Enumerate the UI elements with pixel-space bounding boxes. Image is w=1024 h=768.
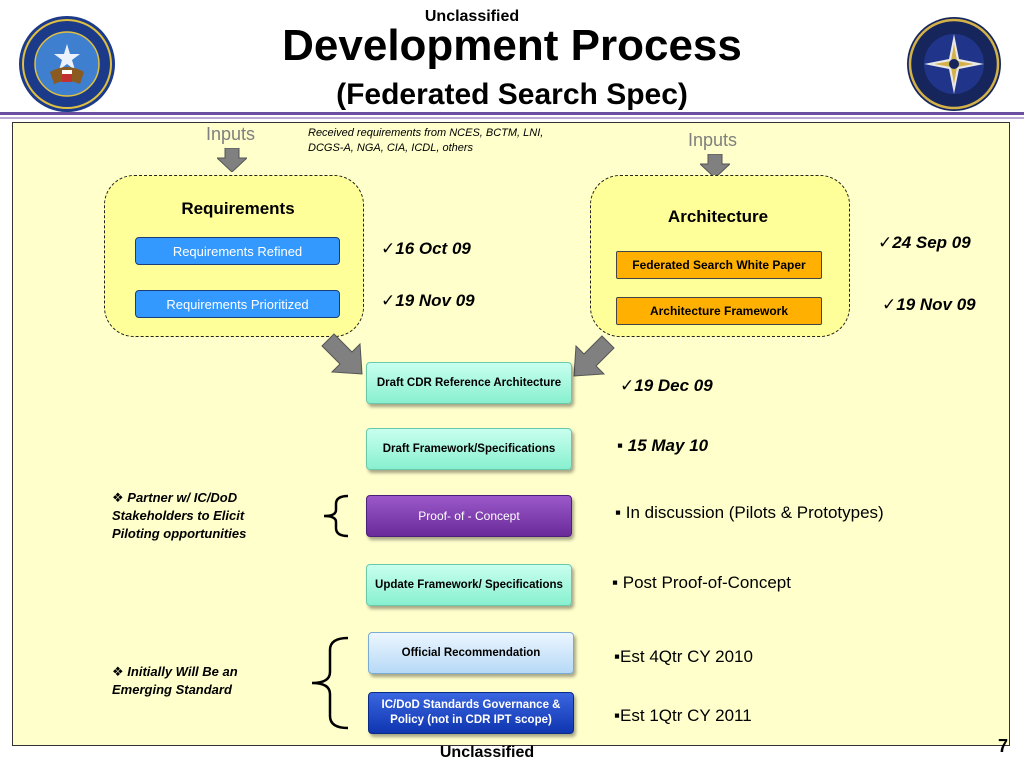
step-proof-of-concept: Proof- of - Concept <box>366 495 572 537</box>
bullet-icon: ▪ <box>614 647 621 666</box>
inputs-note: Received requirements from NCES, BCTM, L… <box>308 127 544 154</box>
architecture-framework-box: Architecture Framework <box>616 297 822 325</box>
check-icon: ✓ <box>882 295 897 314</box>
status-draft-framework: ▪ 15 May 10 <box>617 436 709 455</box>
status-update-framework: ▪ Post Proof-of-Concept <box>612 573 791 592</box>
bullet-icon: ▪ <box>612 573 619 592</box>
classification-bottom: Unclassified <box>439 744 535 761</box>
step-draft-framework: Draft Framework/Specifications <box>366 428 572 470</box>
inputs-label-right: Inputs <box>688 130 738 150</box>
check-icon: ✓ <box>381 239 396 258</box>
step-update-framework: Update Framework/ Specifications <box>366 564 572 606</box>
page-subtitle: (Federated Search Spec) <box>336 78 688 111</box>
down-arrow-icon <box>215 147 249 177</box>
step-draft-cdr: Draft CDR Reference Architecture <box>366 362 572 404</box>
side-note-partner: ❖ Partner w/ IC/DoD Stakeholders to Elic… <box>112 490 247 541</box>
arrow-down-right-icon <box>320 332 368 383</box>
diamond-bullet-icon: ❖ <box>112 490 124 505</box>
dod-seal-logo <box>14 14 120 114</box>
header-rule <box>0 112 1024 115</box>
step-official-recommendation: Official Recommendation <box>368 632 574 674</box>
down-arrow-icon <box>698 153 732 183</box>
inputs-label-left: Inputs <box>206 124 256 144</box>
check-icon: ✓ <box>381 291 396 310</box>
status-proof-of-concept: ▪ In discussion (Pilots & Prototypes) <box>615 503 884 522</box>
arrow-down-left-icon <box>568 334 616 385</box>
side-note-emerging: ❖ Initially Will Be an Emerging Standard <box>112 664 238 697</box>
white-paper-date: ✓24 Sep 09 <box>878 233 971 252</box>
diamond-bullet-icon: ❖ <box>112 664 124 679</box>
bullet-icon: ▪ <box>614 706 621 725</box>
status-official-recommendation: ▪Est 4Qtr CY 2010 <box>614 647 753 666</box>
header-rule-secondary <box>0 117 1024 119</box>
requirements-refined-box: Requirements Refined <box>135 237 340 265</box>
white-paper-box: Federated Search White Paper <box>616 251 822 279</box>
odni-seal-logo <box>904 14 1004 114</box>
brace-icon <box>296 636 352 735</box>
requirements-prioritized-box: Requirements Prioritized <box>135 290 340 318</box>
requirements-prioritized-date: ✓19 Nov 09 <box>381 291 475 310</box>
architecture-title: Architecture <box>667 207 769 226</box>
status-draft-cdr: ✓19 Dec 09 <box>620 376 713 395</box>
page-number: 7 <box>998 736 1009 756</box>
bullet-icon: ▪ <box>615 503 622 522</box>
requirements-title: Requirements <box>181 199 295 218</box>
classification-top: Unclassified <box>424 8 520 25</box>
step-governance-policy: IC/DoD Standards Governance & Policy (no… <box>368 692 574 734</box>
architecture-framework-date: ✓19 Nov 09 <box>882 295 976 314</box>
status-governance-policy: ▪Est 1Qtr CY 2011 <box>614 706 752 725</box>
bullet-icon: ▪ <box>617 436 624 455</box>
requirements-refined-date: ✓16 Oct 09 <box>381 239 471 258</box>
page-title: Development Process <box>282 21 742 70</box>
brace-icon <box>310 494 352 543</box>
check-icon: ✓ <box>878 233 893 252</box>
check-icon: ✓ <box>620 376 635 395</box>
